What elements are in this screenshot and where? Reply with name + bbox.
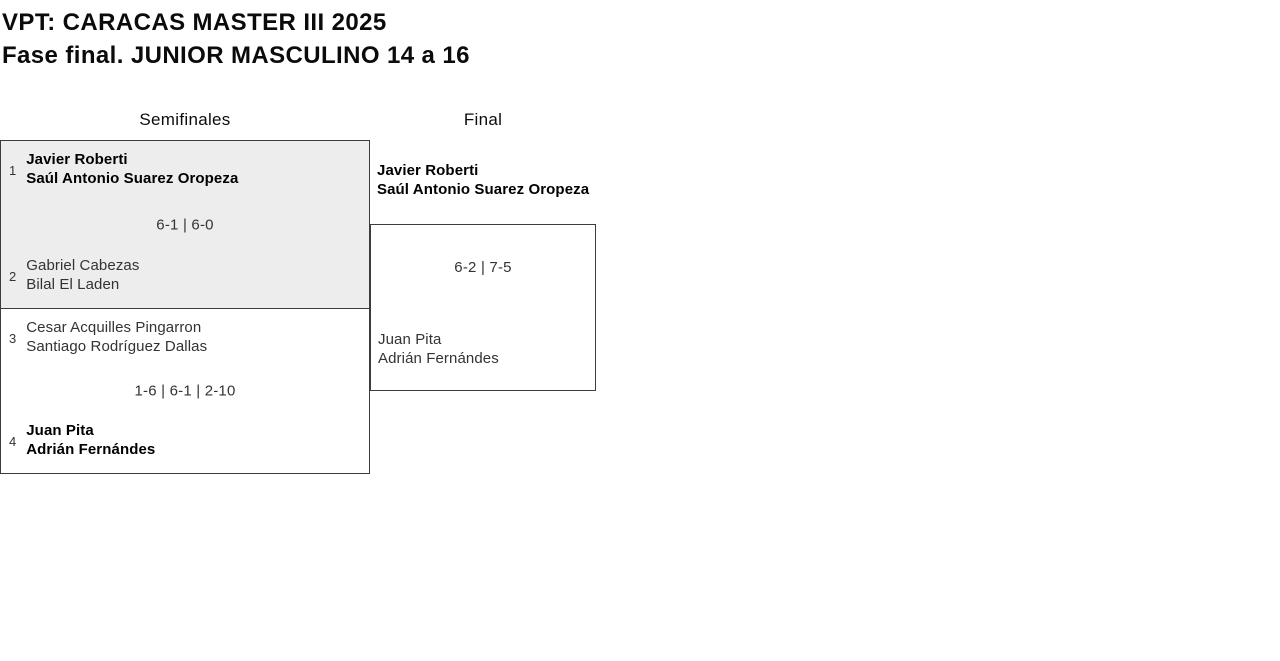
final-team-1: Javier Roberti Saúl Antonio Suarez Orope… [377,161,589,199]
page-subtitle: Fase final. JUNIOR MASCULINO 14 a 16 [2,42,470,69]
player-name: Cesar Acquilles Pingarron [26,319,202,336]
match-score: 1-6 | 6-1 | 2-10 [134,382,236,400]
player-name: Adrián Fernándes [378,350,499,367]
team-row-seed-3: 3 Cesar Acquilles Pingarron Santiago Rod… [9,318,207,356]
final-match-score: 6-2 | 7-5 [454,259,512,276]
column-header-semifinals: Semifinales [139,110,231,129]
match-score: 6-1 | 6-0 [156,216,214,233]
player-name: Javier Roberti [377,162,479,179]
team-row-seed-1: 1 Javier Roberti Saúl Antonio Suarez Oro… [9,150,238,188]
player-name: Santiago Rodríguez Dallas [26,338,208,355]
final-match: 6-2 | 7-5 Juan Pita Adrián Fernándes [370,224,596,391]
team-players: Juan Pita Adrián Fernándes [26,421,155,459]
seed-label: 4 [9,433,17,449]
column-header-final: Final [463,110,503,129]
seed-label: 2 [9,268,17,284]
team-players: Cesar Acquilles Pingarron Santiago Rodrí… [26,318,207,356]
title-block: VPT: CARACAS MASTER III 2025 Fase final.… [2,6,470,72]
player-name: Adrián Fernándes [26,441,156,458]
team-row-seed-4: 4 Juan Pita Adrián Fernándes [9,421,155,459]
player-name: Javier Roberti [26,151,128,168]
player-name: Saúl Antonio Suarez Oropeza [377,181,590,198]
semifinal-match-1: 1 Javier Roberti Saúl Antonio Suarez Oro… [0,140,370,309]
page-title: VPT: CARACAS MASTER III 2025 [2,9,387,36]
semifinal-match-2: 3 Cesar Acquilles Pingarron Santiago Rod… [0,308,370,474]
player-name: Juan Pita [378,331,442,348]
team-players: Javier Roberti Saúl Antonio Suarez Orope… [26,150,238,188]
seed-label: 3 [9,330,17,346]
player-name: Juan Pita [26,422,94,439]
player-name: Gabriel Cabezas [26,257,140,274]
player-name: Bilal El Laden [26,276,120,293]
final-team-2: Juan Pita Adrián Fernándes [378,330,499,368]
seed-label: 1 [9,162,17,178]
team-row-seed-2: 2 Gabriel Cabezas Bilal El Laden [9,256,139,294]
team-players: Gabriel Cabezas Bilal El Laden [26,256,139,294]
player-name: Saúl Antonio Suarez Oropeza [26,170,239,187]
